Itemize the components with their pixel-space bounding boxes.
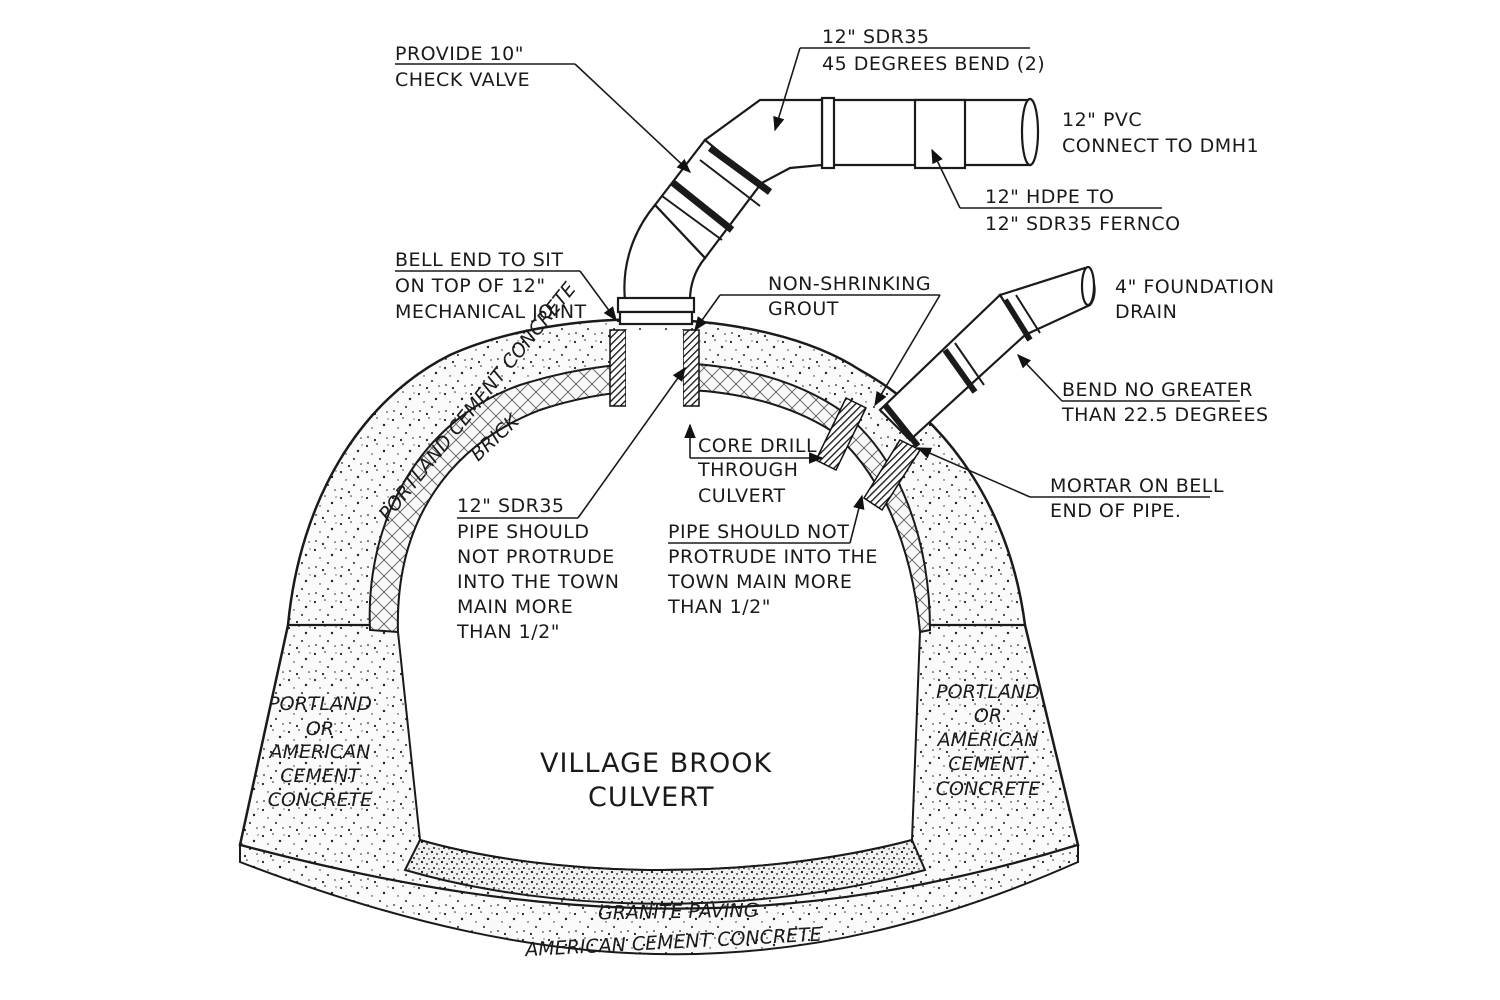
note-core-drill: CORE DRILL THROUGH CULVERT [684,423,824,507]
core-drill-opening [626,330,683,412]
culvert-structure [238,317,1080,956]
note-bend-limit: BEND NO GREATER THAN 22.5 DEGREES [1017,353,1269,426]
svg-text:MAIN MORE: MAIN MORE [457,596,573,618]
svg-text:CULVERT: CULVERT [698,485,786,507]
svg-text:CHECK VALVE: CHECK VALVE [395,69,530,91]
svg-text:CORE DRILL: CORE DRILL [698,435,817,457]
svg-text:12" SDR35: 12" SDR35 [822,26,930,48]
svg-text:NON-SHRINKING: NON-SHRINKING [768,273,931,295]
invert-concrete-band [239,843,1079,956]
grout-left [609,329,627,407]
grout-drain-upper [815,396,867,472]
main-pipe-assembly [616,96,1040,326]
svg-text:PORTLAND: PORTLAND [268,693,372,715]
svg-text:CEMENT: CEMENT [948,753,1029,775]
svg-text:GROUT: GROUT [768,298,839,320]
svg-text:NOT PROTRUDE: NOT PROTRUDE [457,546,615,568]
svg-text:PROVIDE 10": PROVIDE 10" [395,43,524,65]
bend-bell-upper [820,96,836,170]
svg-text:12" HDPE TO: 12" HDPE TO [985,186,1114,208]
svg-text:12" PVC: 12" PVC [1062,109,1142,131]
svg-text:PROTRUDE INTO THE: PROTRUDE INTO THE [668,546,878,568]
svg-text:CONNECT TO DMH1: CONNECT TO DMH1 [1062,135,1259,157]
svg-text:ON TOP OF 12": ON TOP OF 12" [395,275,546,297]
grout-right [682,329,700,407]
svg-text:PIPE SHOULD: PIPE SHOULD [457,521,590,543]
svg-text:AMERICAN: AMERICAN [936,729,1039,751]
svg-text:PIPE SHOULD NOT: PIPE SHOULD NOT [668,521,849,543]
svg-text:45 DEGREES BEND (2): 45 DEGREES BEND (2) [822,53,1045,75]
grout-drain-lower [862,439,922,512]
svg-text:BELL END TO SIT: BELL END TO SIT [395,249,564,271]
culvert-title-line-1: VILLAGE BROOK [540,748,772,779]
svg-text:PORTLAND: PORTLAND [936,681,1040,703]
svg-text:DRAIN: DRAIN [1115,301,1177,323]
svg-text:CEMENT: CEMENT [280,765,361,787]
fernco-coupling [913,98,967,170]
svg-text:THAN 22.5 DEGREES: THAN 22.5 DEGREES [1061,404,1269,426]
granite-paving [403,838,927,905]
svg-text:TOWN MAIN MORE: TOWN MAIN MORE [667,571,852,593]
svg-text:OR: OR [306,718,334,740]
svg-text:CONCRETE: CONCRETE [936,778,1041,800]
svg-text:MORTAR ON BELL: MORTAR ON BELL [1050,475,1224,497]
note-bell-end: BELL END TO SIT ON TOP OF 12" MECHANICAL… [395,249,617,323]
svg-text:AMERICAN: AMERICAN [268,741,371,763]
svg-text:4" FOUNDATION: 4" FOUNDATION [1115,276,1275,298]
svg-text:END OF PIPE.: END OF PIPE. [1050,500,1181,522]
foundation-drain-assembly [878,265,1096,448]
note-pvc: 12" PVC CONNECT TO DMH1 [1062,109,1259,157]
note-4in-protrude: PIPE SHOULD NOT PROTRUDE INTO THE TOWN M… [667,494,878,618]
note-fernco: 12" HDPE TO 12" SDR35 FERNCO [931,148,1181,235]
svg-text:CONCRETE: CONCRETE [268,789,373,811]
note-mortar: MORTAR ON BELL END OF PIPE. [916,447,1224,522]
svg-text:MECHANICAL JOINT: MECHANICAL JOINT [395,301,587,323]
drain-pipe-lower [878,293,1027,442]
note-foundation-drain: 4" FOUNDATION DRAIN [1115,276,1275,323]
svg-text:12" SDR35: 12" SDR35 [457,495,565,517]
svg-text:THAN 1/2": THAN 1/2" [667,596,771,618]
svg-text:THAN 1/2": THAN 1/2" [456,621,560,643]
left-wall-label: PORTLAND OR AMERICAN CEMENT CONCRETE [268,693,373,811]
right-wall-label: PORTLAND OR AMERICAN CEMENT CONCRETE [936,681,1041,800]
note-check-valve: PROVIDE 10" CHECK VALVE [395,43,692,173]
granite-paving-label: GRANITE PAVING [598,900,759,925]
mechanical-joint [616,296,696,314]
svg-text:12" SDR35 FERNCO: 12" SDR35 FERNCO [985,213,1181,235]
note-grout: NON-SHRINKING GROUT [694,273,941,407]
svg-text:BEND NO GREATER: BEND NO GREATER [1062,379,1253,401]
svg-text:OR: OR [974,705,1002,727]
culvert-title-line-2: CULVERT [588,782,715,813]
note-bend: 12" SDR35 45 DEGREES BEND (2) [773,26,1045,132]
note-12in-protrude: 12" SDR35 PIPE SHOULD NOT PROTRUDE INTO … [456,366,686,643]
svg-text:THROUGH: THROUGH [697,459,798,481]
svg-text:INTO THE TOWN: INTO THE TOWN [457,571,619,593]
